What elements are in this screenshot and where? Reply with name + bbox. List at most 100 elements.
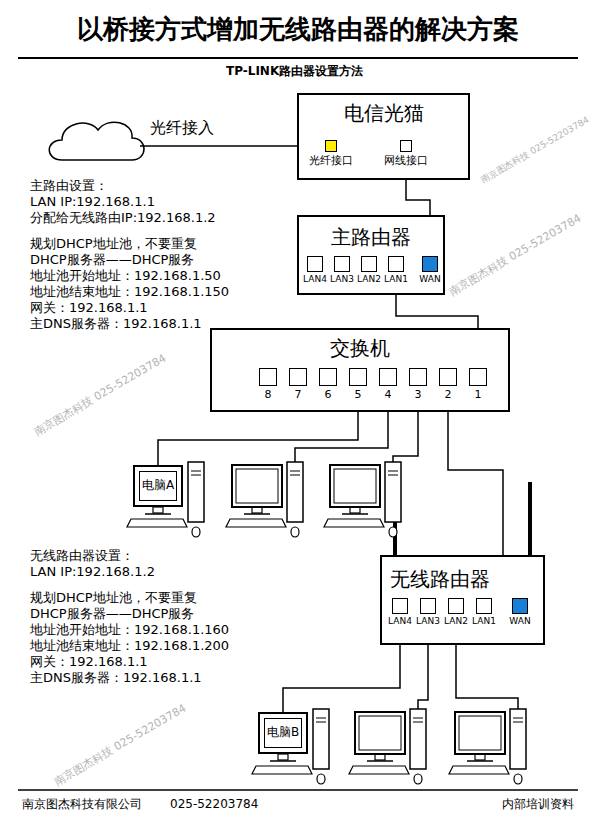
port: LAN3: [415, 598, 441, 628]
port: 7: [288, 368, 308, 402]
watermark: 南京图杰科技 025-52203784: [479, 115, 591, 186]
port-square: [325, 140, 337, 152]
port: LAN1: [471, 598, 497, 628]
port-square: [361, 256, 377, 272]
device-box: 交换机87654321: [210, 328, 510, 412]
note-text: 无线路由器设置：: [30, 548, 134, 564]
device-box: 无线路由器 LAN4LAN3LAN2LAN1 WAN: [380, 555, 545, 645]
device-name: 无线路由器: [390, 567, 490, 591]
note-text: 地址池结束地址：192.168.1.200: [30, 638, 229, 654]
port-square: [409, 368, 427, 386]
port-label: LAN1: [383, 274, 409, 285]
note-text: LAN IP:192.168.1.2: [30, 564, 155, 580]
note-text: 地址池开始地址：192.168.1.160: [30, 622, 229, 638]
device-name: 电信光猫: [299, 101, 468, 125]
device-box: 电信光猫光纤接口 网线接口: [297, 93, 470, 180]
antenna: [528, 482, 532, 555]
port-label: WAN: [508, 616, 532, 627]
port: 1: [468, 368, 488, 402]
port-label: LAN2: [356, 274, 382, 285]
note-text: 主DNS服务器：192.168.1.1: [30, 670, 202, 686]
port-square: [388, 256, 404, 272]
footer-text: 025-52203784: [170, 797, 258, 811]
port-label: 7: [288, 388, 308, 401]
port-square: [469, 368, 487, 386]
port: LAN3: [329, 256, 355, 286]
port-square: [439, 368, 457, 386]
port-square: [448, 598, 464, 614]
port: LAN1: [383, 256, 409, 286]
screen: [359, 716, 401, 750]
note-text: DHCP服务器——DHCP服务: [30, 606, 194, 622]
computer-label: 电脑B: [260, 725, 306, 739]
screen: [459, 716, 501, 750]
port: WAN: [418, 256, 442, 286]
port-square: [379, 368, 397, 386]
port-label: 4: [378, 388, 398, 401]
port: 8: [258, 368, 278, 402]
computer-monitor: 电脑A: [133, 465, 183, 507]
note-text: 规划DHCP地址池，不要重复: [30, 236, 197, 252]
port-square: [400, 140, 412, 152]
port: 3: [408, 368, 428, 402]
footer-text: 南京图杰科技有限公司: [22, 797, 142, 811]
note-text: DHCP服务器——DHCP服务: [30, 252, 194, 268]
port-label: LAN3: [415, 616, 441, 627]
note-text: LAN IP:192.168.1.1: [30, 194, 155, 210]
port-square: [476, 598, 492, 614]
port-label: LAN4: [302, 274, 328, 285]
monitor: [455, 712, 505, 754]
computer-label: 电脑A: [135, 478, 181, 492]
note-text: 规划DHCP地址池，不要重复: [30, 590, 197, 606]
note-text: 主DNS服务器：192.168.1.1: [30, 316, 202, 332]
port: 4: [378, 368, 398, 402]
port-label: 8: [258, 388, 278, 401]
screen: [334, 469, 376, 503]
port-square: [319, 368, 337, 386]
port-square: [392, 598, 408, 614]
port-label: LAN2: [443, 616, 469, 627]
monitor: [232, 465, 282, 507]
port: LAN2: [443, 598, 469, 628]
note-text: 分配给无线路由IP:192.168.1.2: [30, 210, 216, 226]
port-label: 3: [408, 388, 428, 401]
note-text: 网关：192.168.1.1: [30, 300, 148, 316]
port-square: [289, 368, 307, 386]
note-text: 地址池结束地址：192.168.1.150: [30, 284, 229, 300]
port-label: LAN3: [329, 274, 355, 285]
port: LAN2: [356, 256, 382, 286]
note-text: 光纤接入: [150, 118, 214, 137]
monitor: [330, 465, 380, 507]
note-text: 网关：192.168.1.1: [30, 654, 148, 670]
port-label: 1: [468, 388, 488, 401]
watermark: 南京图杰科技 025-52203784: [32, 352, 169, 439]
port: WAN: [508, 598, 532, 628]
port: LAN4: [302, 256, 328, 286]
port-square: [422, 256, 438, 272]
port-label: 6: [318, 388, 338, 401]
port-square: [349, 368, 367, 386]
note-text: 主路由设置：: [30, 178, 108, 194]
note-text: TP-LINK路由器设置方法: [226, 64, 363, 78]
footer-text: 内部培训资料: [502, 797, 574, 811]
port-label: 5: [348, 388, 368, 401]
port-square: [512, 598, 528, 614]
device-name: 主路由器: [299, 225, 443, 249]
footer-rule: [18, 789, 578, 791]
port-label: 2: [438, 388, 458, 401]
fiber-line: [140, 145, 322, 147]
computer-monitor: 电脑B: [258, 712, 308, 754]
port-label: 网线接口: [380, 154, 432, 167]
watermark: 南京图杰科技 025-52203784: [52, 702, 189, 789]
port: 光纤接口: [305, 140, 357, 170]
note-text: 地址池开始地址：192.168.1.50: [30, 268, 221, 284]
port-square: [420, 598, 436, 614]
port: LAN4: [387, 598, 413, 628]
title-rule: [18, 57, 578, 59]
port-label: LAN1: [471, 616, 497, 627]
monitor: [355, 712, 405, 754]
port: 网线接口: [380, 140, 432, 170]
port: 6: [318, 368, 338, 402]
screen: [236, 469, 278, 503]
